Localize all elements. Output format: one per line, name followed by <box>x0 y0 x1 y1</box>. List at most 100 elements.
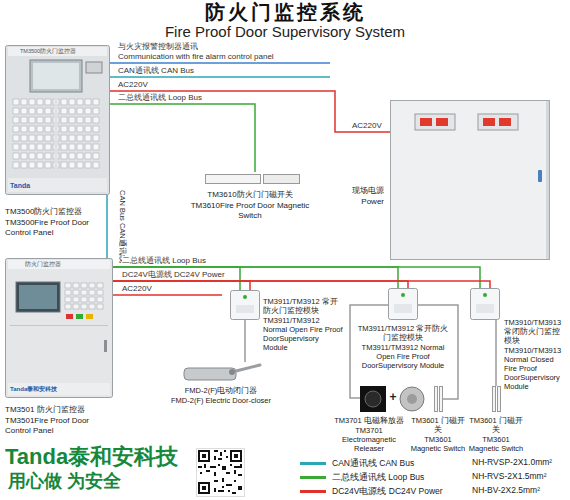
wire-connector <box>113 267 480 288</box>
switch-part <box>498 387 501 412</box>
device-caption: TM3501Fire Proof Door Control Panel <box>5 416 105 436</box>
label-text: NH-RVSP-2X1.0mm² <box>472 457 552 468</box>
switch-part <box>493 387 496 412</box>
module-led <box>483 293 487 297</box>
electromagnetic-releaser <box>360 386 424 412</box>
panel-header <box>8 47 107 56</box>
device-caption: TM3500Fire Proof Door Control Panel <box>5 218 101 238</box>
device-caption: TM3601 门磁开关 <box>466 416 526 434</box>
device-caption: TM3601 Magnetic Switch <box>408 435 468 453</box>
device-caption: FMD-2(F) Electric Door-closer <box>166 396 276 405</box>
can-bus-wire <box>110 76 330 78</box>
label-text: AC220V <box>122 284 152 294</box>
releaser-body <box>360 386 386 412</box>
legend-text: DC24V电源线 DC24V Power <box>332 486 443 497</box>
device-node: 现场电源Power <box>390 100 550 260</box>
wire-label: AC220V <box>118 80 148 90</box>
panel-footer <box>8 383 110 395</box>
module-box <box>231 291 260 320</box>
wire-connector <box>113 281 490 288</box>
module-box <box>471 289 500 320</box>
switch-magnet <box>264 175 300 184</box>
power-cabinet <box>391 101 550 260</box>
closer-body <box>184 368 236 380</box>
meter <box>478 114 518 130</box>
tm3500-panel <box>6 46 110 195</box>
wire-label: DC24V电源线 DC24V Power <box>122 270 225 280</box>
qr-finder <box>234 454 238 458</box>
legend-swatch <box>300 462 326 465</box>
qr-finder <box>198 482 210 494</box>
qr-finder <box>230 450 242 462</box>
device-caption: TM3910/TM3913 常闭防火门监控模块 <box>504 318 566 345</box>
panel-keypad <box>64 282 104 310</box>
qr-code <box>197 449 245 497</box>
meter-digits <box>499 118 511 126</box>
key-green <box>76 314 83 319</box>
device-caption: TM3911/TM3912 常开防火门监控模块 <box>356 324 450 342</box>
label-text: CAN通讯线 CAN Bus <box>118 66 194 76</box>
device-caption: TM3501 防火门监控器 <box>5 405 113 415</box>
device-caption: TM3701 电磁释放器 <box>334 416 404 425</box>
label-text: Tanda泰和安科技 <box>5 444 178 470</box>
releaser-plate <box>400 387 424 411</box>
legend-text: CAN通讯线 CAN Bus <box>332 458 414 469</box>
device-node: 防火门监控器Tanda泰和安科技TM3501 防火门监控器TM3501Fire … <box>5 258 113 398</box>
meter <box>415 114 455 130</box>
module-plate <box>236 305 254 313</box>
wire-connector <box>244 320 246 362</box>
device-caption: TM3601 门磁开关 <box>408 416 468 434</box>
panel-screen-glass <box>33 63 79 89</box>
tm3610-magnetic-switch <box>206 175 300 184</box>
module-plate <box>476 304 494 313</box>
panel-screen-glass <box>19 285 57 309</box>
key-gap <box>55 98 58 170</box>
device-node: TM3601 门磁开关TM3601 Magnetic Switch <box>492 386 500 412</box>
device-node: TM3910/TM3913 常闭防火门监控模块TM3910/TM3913 Nor… <box>470 288 500 320</box>
module-led <box>401 293 405 297</box>
meter-digits <box>483 118 495 126</box>
wire-connector <box>113 281 408 288</box>
device-caption: TM3500防火门监控器 <box>5 207 101 217</box>
cabinet-handle <box>538 170 542 182</box>
panel-keys <box>12 98 100 170</box>
wire-connector <box>110 104 255 172</box>
device-caption: TM3910/TM3913 Normal Closed Fire Proof D… <box>504 346 566 391</box>
device-caption: TM3500防火门监控器 <box>20 48 100 55</box>
switch-bar <box>206 175 261 184</box>
fire-alarm-link-wire <box>110 62 330 64</box>
device-caption: TM3610Fire Proof Door Magnetic Switch <box>180 201 320 221</box>
qr-finder <box>200 484 208 492</box>
legend-text: 二总线通讯线 Loop Bus <box>332 472 424 483</box>
device-caption: TM3911/TM3912 常开防火门监控模块 <box>263 297 345 315</box>
device-caption: Tanda泰和安科技 <box>10 385 100 393</box>
releaser-plate-hub <box>407 394 417 404</box>
device-caption: TM3911/TM3912 Normal Open Fire Proof Doo… <box>356 343 450 370</box>
module-led <box>243 295 247 299</box>
device-node: TM3601 门磁开关TM3601 Magnetic Switch <box>434 386 442 412</box>
module-plate <box>394 304 412 313</box>
device-caption: FMD-2(F)电动闭门器 <box>166 386 276 395</box>
module-box <box>389 289 418 320</box>
device-caption: 防火门监控器 <box>25 261 95 268</box>
supervisory-modules <box>231 289 500 320</box>
wire-label: 二总线通讯线 Loop Bus <box>122 256 206 266</box>
meter-digits <box>420 118 432 126</box>
panel-printer <box>86 62 102 73</box>
device-node: TM3500防火门监控器TandaTM3500防火门监控器TM3500Fire … <box>5 45 110 195</box>
key-red <box>66 314 73 319</box>
door-closer <box>184 365 260 380</box>
key-yellow <box>86 314 93 319</box>
label-text: AC220V <box>352 121 382 131</box>
qr-finder <box>200 452 208 460</box>
device-node: TM3911/TM3912 常开防火门监控模块TM3911/TM3912 Nor… <box>230 290 260 320</box>
label-text: 用心做 为安全 <box>8 470 121 492</box>
qr-modules <box>198 450 242 494</box>
wire-connector <box>106 195 108 258</box>
closer-arm <box>232 365 260 372</box>
label-text: Communication with fire alarm control pa… <box>118 52 274 62</box>
wire-label: CAN Bus CAN通讯线 <box>117 190 127 263</box>
cabinet-body <box>391 101 550 260</box>
device-caption: TM3701 Electromagnetic Releaser <box>334 426 404 453</box>
door-lock <box>104 340 107 352</box>
